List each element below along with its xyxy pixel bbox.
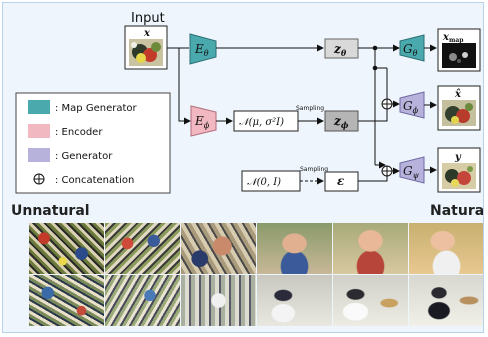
- sample-image: [29, 223, 105, 275]
- z-theta-label: zθ: [333, 42, 347, 58]
- legend-swatch-encoder: [28, 124, 50, 138]
- arrow-zphi-to-concat: [358, 109, 388, 122]
- z-phi-label: zϕ: [333, 114, 349, 130]
- sample-image: [105, 275, 181, 327]
- sampling-label-1: Sampling: [296, 105, 324, 112]
- e-phi-block: [190, 105, 217, 137]
- input-label: Input: [131, 11, 165, 26]
- g-phi-label: Gϕ: [403, 99, 419, 115]
- concat-symbol-middle: [381, 98, 393, 110]
- architecture-diagram: Input x Eθ zθ Gθ xmap Eϕ 𝒩(μ, σ²I): [15, 11, 481, 194]
- xhat-label: x̂: [454, 89, 462, 100]
- legend-label-concatenation: : Concatenation: [55, 175, 134, 186]
- sample-image: [409, 275, 483, 327]
- eps-label: ε: [337, 174, 345, 188]
- sample-image: [105, 223, 181, 275]
- sample-image-grid: [29, 223, 483, 327]
- legend-label-generator: : Generator: [55, 151, 113, 162]
- e-theta-label: Eθ: [194, 42, 209, 58]
- legend-concat-icon: [33, 173, 45, 185]
- g-theta-block: [399, 34, 425, 62]
- legend-swatch-generator: [28, 148, 50, 162]
- sampling-label-2: Sampling: [300, 166, 328, 173]
- unnatural-label: Unnatural: [11, 203, 90, 219]
- legend-label-encoder: : Encoder: [55, 127, 103, 138]
- y-label: y: [454, 152, 462, 163]
- y-image: [442, 163, 476, 189]
- g-phi-block: [399, 91, 425, 119]
- latent-distribution-label: 𝒩(μ, σ²I): [239, 117, 284, 128]
- e-phi-label: Eϕ: [194, 114, 210, 130]
- sample-image: [257, 223, 333, 275]
- arrow-input-to-ephi: [178, 48, 191, 125]
- sample-image: [181, 223, 257, 275]
- sample-image: [29, 275, 105, 327]
- figure-frame: Input x Eθ zθ Gθ xmap Eϕ 𝒩(μ, σ²I): [2, 2, 484, 333]
- g-psi-label: Gψ: [403, 164, 420, 180]
- xmap-image: [442, 43, 476, 68]
- noise-distribution-label: 𝒩(0, I): [247, 177, 281, 188]
- arrow-eps-to-concat: [358, 176, 388, 182]
- sample-image: [333, 223, 409, 275]
- sample-image: [257, 275, 333, 327]
- sample-image: [409, 223, 483, 275]
- concat-symbol-bottom: [381, 165, 393, 177]
- input-x-symbol: x: [143, 28, 151, 39]
- xmap-label: xmap: [442, 32, 463, 44]
- xhat-image: [442, 100, 476, 126]
- legend-swatch-map-generator: [28, 100, 50, 114]
- natural-label: Natural: [430, 203, 484, 219]
- g-theta-label: Gθ: [403, 42, 418, 58]
- sample-image: [333, 275, 409, 327]
- legend-label-map-generator: : Map Generator: [55, 103, 138, 114]
- sample-image: [181, 275, 257, 327]
- input-image: [129, 39, 163, 66]
- g-psi-block: [399, 156, 425, 184]
- e-theta-block: [189, 33, 217, 65]
